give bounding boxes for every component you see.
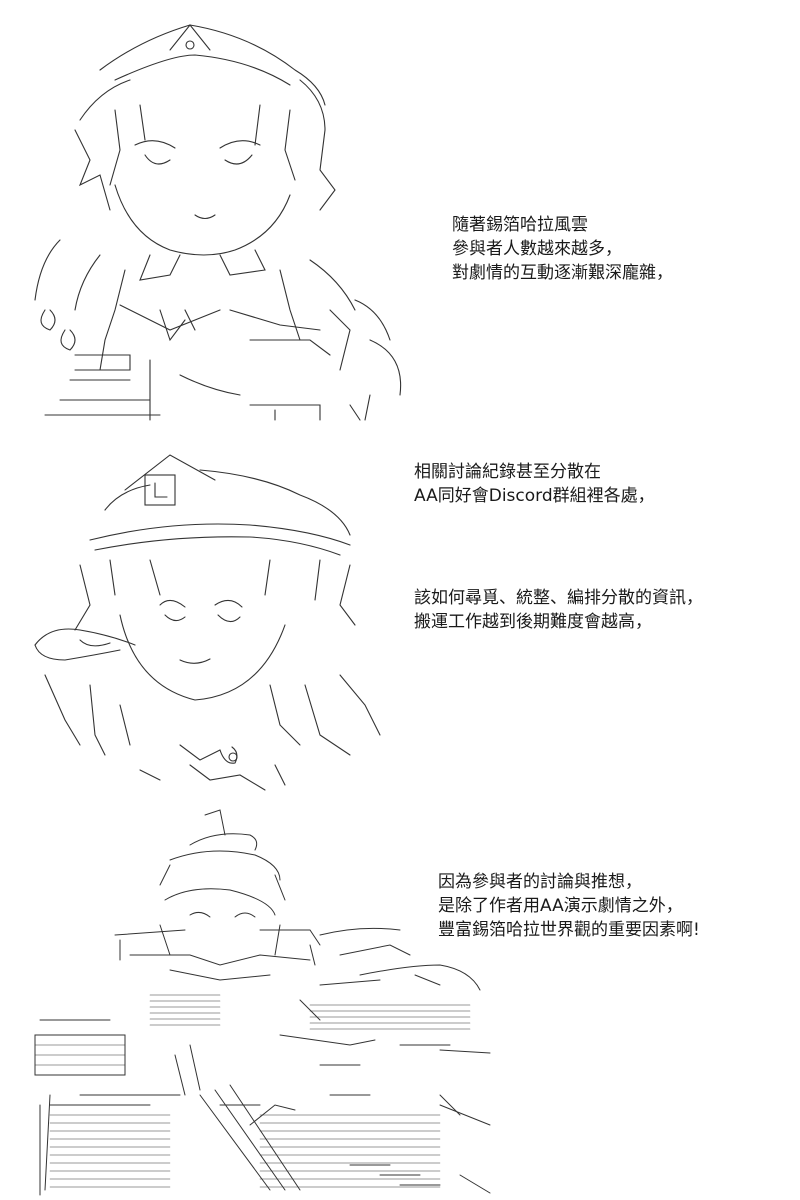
panel-2: 相關討論紀錄甚至分散在 AA同好會Discord群組裡各處， 該如何尋覓、統整、… [0,440,800,800]
caption-line: 該如何尋覓、統整、編排分散的資訊， [414,588,703,608]
caption-panel-1: 隨著錫箔哈拉風雲 參與者人數越來越多， 對劇情的互動逐漸艱深龐雜， [452,213,673,285]
caption-panel-3: 因為參與者的討論與推想， 是除了作者用AA演示劇情之外， 豐富錫箔哈拉世界觀的重… [438,870,700,942]
caption-line: 相關討論紀錄甚至分散在 [414,462,601,482]
caption-line: 是除了作者用AA演示劇情之外， [438,896,683,916]
caption-line: 隨著錫箔哈拉風雲 [452,215,588,235]
caption-line: 豐富錫箔哈拉世界觀的重要因素啊! [438,920,700,940]
caption-line: AA同好會Discord群組裡各處， [414,486,655,506]
caption-line: 參與者人數越來越多， [452,239,622,259]
caption-panel-2-top: 相關討論紀錄甚至分散在 AA同好會Discord群組裡各處， [414,460,655,508]
panel-1: 隨著錫箔哈拉風雲 參與者人數越來越多， 對劇情的互動逐漸艱深龐雜， [0,0,800,430]
panel-3: 因為參與者的討論與推想， 是除了作者用AA演示劇情之外， 豐富錫箔哈拉世界觀的重… [0,800,800,1200]
ascii-art-character-3 [20,805,510,1200]
caption-panel-2-bottom: 該如何尋覓、統整、編排分散的資訊， 搬運工作越到後期難度會越高， [414,586,703,634]
caption-line: 對劇情的互動逐漸艱深龐雜， [452,263,673,283]
caption-line: 因為參與者的討論與推想， [438,872,642,892]
caption-line: 搬運工作越到後期難度會越高， [414,612,652,632]
ascii-art-character-2 [20,445,390,795]
ascii-art-character-1 [20,10,410,425]
